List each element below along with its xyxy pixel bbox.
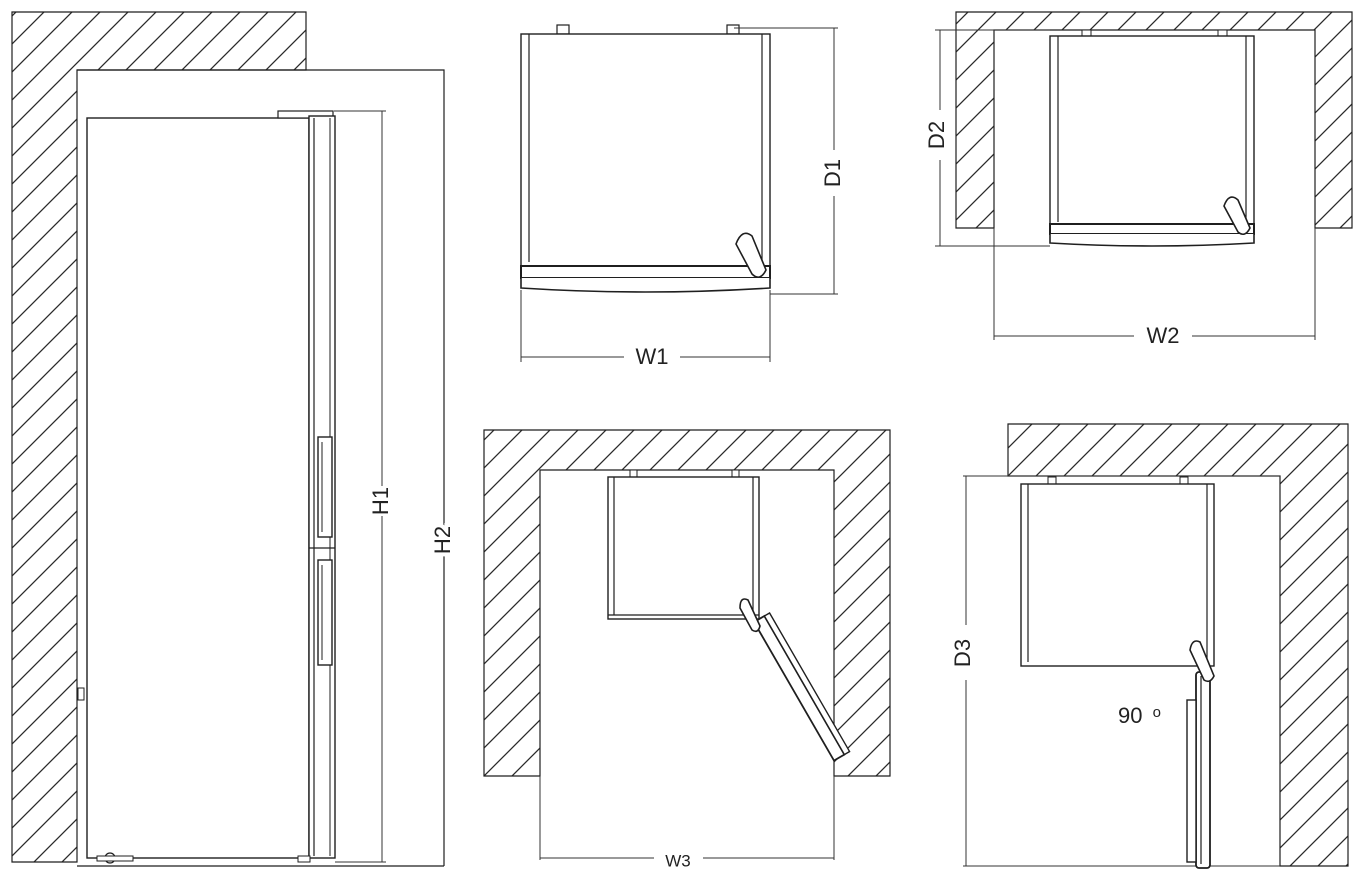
angle-value: 90 xyxy=(1118,703,1142,728)
door-handle-top-1 xyxy=(735,232,767,278)
fridge-door-top-2 xyxy=(1049,223,1255,235)
top-hinge xyxy=(277,110,334,119)
fridge-body-top-3 xyxy=(607,476,760,620)
d2-label: D2 xyxy=(924,121,949,149)
door-handle-upper xyxy=(317,436,333,538)
angle-label: 90 o xyxy=(1118,703,1161,728)
fridge-body-top-1 xyxy=(520,33,771,271)
fridge-body-top-2 xyxy=(1049,35,1255,228)
door-handle-top-4 xyxy=(1189,640,1215,683)
fridge-body-top-4 xyxy=(1020,483,1215,667)
wall-hatch-niche-3 xyxy=(483,429,891,777)
fridge-foot-rear xyxy=(96,855,134,862)
door-open-90-d3-panel: 90 o D3 xyxy=(950,423,1349,869)
ceiling-line xyxy=(77,69,445,866)
door-opening-w3-panel: W3 xyxy=(483,429,891,870)
fridge-body-side xyxy=(86,117,310,859)
door-handle-top-2 xyxy=(1223,196,1251,236)
degree-symbol: o xyxy=(1153,704,1161,721)
top-view-d1-w1-panel: D1 W1 xyxy=(520,24,845,369)
fridge-door-open-angled xyxy=(752,612,851,762)
side-view-panel: H1 H2 xyxy=(11,11,459,867)
fridge-door-top-1 xyxy=(520,265,771,279)
h2-label: H2 xyxy=(430,526,455,554)
h1-label: H1 xyxy=(368,487,393,515)
w3-label: W3 xyxy=(665,851,691,870)
top-view-d2-w2-panel: D2 W2 xyxy=(924,11,1353,348)
wall-hatch-niche-2 xyxy=(955,11,1353,229)
d1-label: D1 xyxy=(820,159,845,187)
d3-label: D3 xyxy=(950,639,975,667)
fridge-door-open-90 xyxy=(1195,671,1211,869)
w2-label: W2 xyxy=(1147,323,1180,348)
door-handle-top-3 xyxy=(739,598,761,633)
w1-label: W1 xyxy=(636,344,669,369)
door-handle-lower xyxy=(317,559,333,666)
